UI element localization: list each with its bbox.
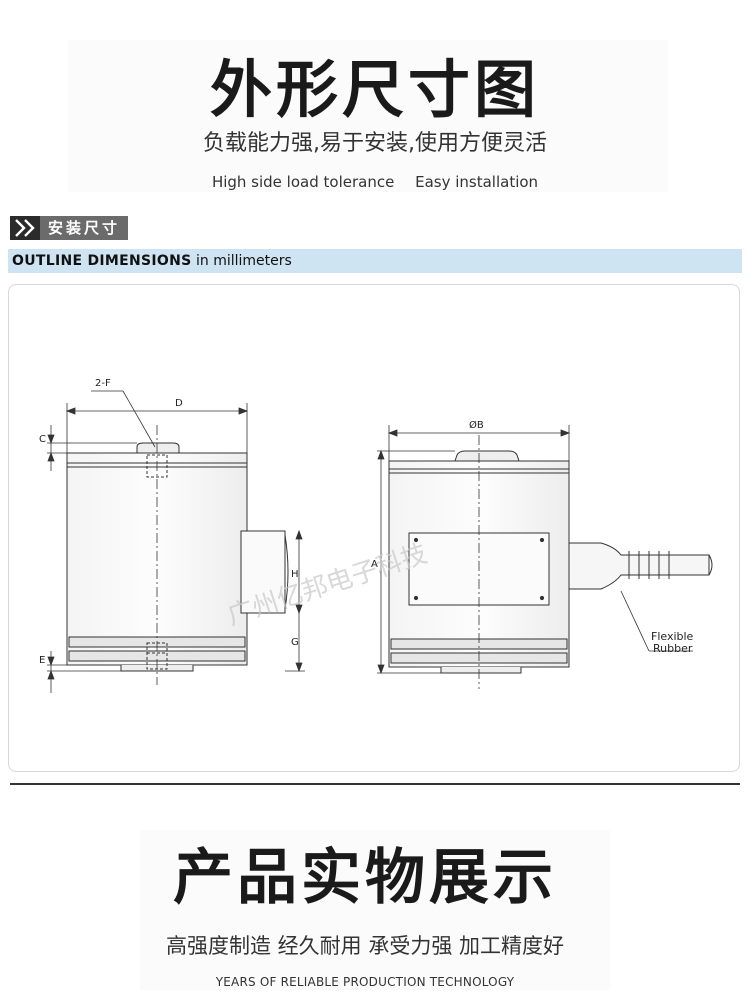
label-rubber: Rubber bbox=[653, 642, 693, 655]
label-a: A bbox=[371, 559, 378, 570]
page-title: 外形尺寸图 bbox=[209, 53, 540, 126]
feature-easy-install: Easy installation bbox=[415, 173, 539, 191]
label-h: H bbox=[291, 569, 299, 580]
section-tag: 安装尺寸 bbox=[10, 216, 129, 240]
label-g: G bbox=[291, 637, 299, 648]
footer-background bbox=[140, 830, 610, 990]
label-b: ØB bbox=[469, 419, 484, 431]
outline-dimensions-unit: in millimeters bbox=[196, 253, 292, 269]
side-view bbox=[66, 425, 289, 685]
outline-dimensions-title: OUTLINE DIMENSIONS bbox=[12, 253, 192, 269]
product-display-subtitle: 高强度制造 经久耐用 承受力强 加工精度好 bbox=[165, 934, 565, 958]
front-view-dimensions bbox=[377, 425, 693, 675]
product-display-tagline: YEARS OF RELIABLE PRODUCTION TECHNOLOGY bbox=[215, 975, 515, 989]
section-tag-label: 安装尺寸 bbox=[40, 216, 129, 240]
label-d: D bbox=[175, 398, 183, 409]
double-chevron-icon bbox=[10, 216, 40, 240]
label-2f: 2-F bbox=[95, 378, 111, 389]
outline-drawing: 2-F D C E H G ØB A Flexible Rubber 广州亿邦电… bbox=[39, 378, 713, 693]
feature-list: High side load tolerance Easy installati… bbox=[0, 170, 750, 194]
label-c: C bbox=[39, 434, 46, 445]
product-display-title: 产品实物展示 bbox=[173, 843, 557, 913]
header-background bbox=[68, 40, 668, 192]
section-divider bbox=[10, 783, 740, 785]
feature-side-load: High side load tolerance bbox=[211, 173, 395, 191]
outline-dimensions-band: OUTLINE DIMENSIONS in millimeters bbox=[8, 249, 742, 273]
label-e: E bbox=[39, 655, 45, 666]
drawing-panel: 2-F D C E H G ØB A Flexible Rubber 广州亿邦电… bbox=[8, 284, 740, 772]
page-subtitle: 负载能力强,易于安装,使用方便灵活 bbox=[203, 131, 547, 156]
label-flexible: Flexible bbox=[651, 630, 694, 643]
front-view bbox=[388, 435, 713, 689]
side-view-dimensions bbox=[47, 390, 305, 693]
